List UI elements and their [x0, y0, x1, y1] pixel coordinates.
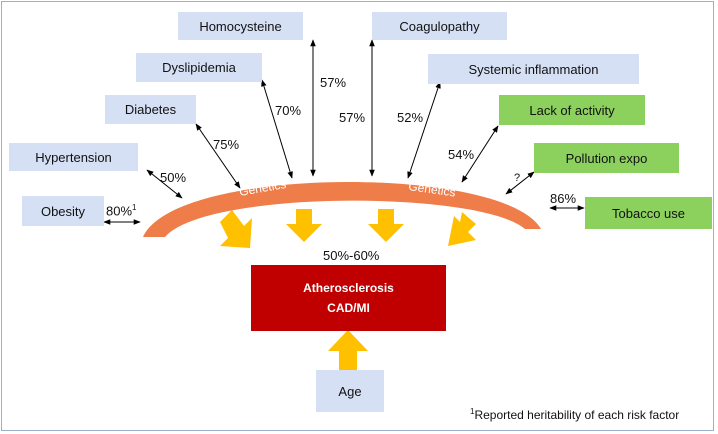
- outcome-line-1: Atherosclerosis: [303, 281, 394, 295]
- genetics-arrow-1: [220, 210, 252, 248]
- obesity-box: Obesity: [22, 196, 104, 226]
- activity-connector: [461, 125, 499, 183]
- genetics-arrow-4: [448, 212, 476, 246]
- lack-of-activity-box: Lack of activity: [499, 95, 645, 125]
- footnote: 1Reported heritability of each risk fact…: [470, 407, 680, 422]
- dyslipidemia-box: Dyslipidemia: [136, 53, 262, 82]
- pollution-percent: ?: [514, 172, 521, 184]
- coagulopathy-percent: 57%: [339, 110, 366, 125]
- pollution-box: Pollution expo: [534, 143, 679, 173]
- atherosclerosis-box: Atherosclerosis CAD/MI: [251, 265, 446, 331]
- genetics-arrow-2: [286, 209, 322, 242]
- hypertension-percent: 50%: [160, 170, 187, 185]
- pollution-connector: [505, 171, 535, 195]
- tobacco-percent: 86%: [550, 191, 577, 206]
- outcome-line-2: CAD/MI: [327, 301, 370, 315]
- age-arrow: [328, 330, 368, 370]
- hypertension-connector: [146, 169, 183, 199]
- diabetes-connector: [195, 123, 241, 189]
- diabetes-box: Diabetes: [105, 95, 196, 124]
- genetics-label-right: Genetics: [408, 179, 457, 199]
- homocysteine-box: Homocysteine: [178, 12, 303, 40]
- dyslipidemia-connector: [261, 79, 293, 179]
- activity-percent: 54%: [448, 147, 475, 162]
- dyslipidemia-percent: 70%: [275, 103, 302, 118]
- inflammation-connector: [407, 81, 441, 179]
- homocysteine-percent: 57%: [320, 75, 347, 90]
- age-box: Age: [316, 370, 384, 412]
- diabetes-percent: 75%: [213, 137, 240, 152]
- hypertension-box: Hypertension: [9, 143, 138, 171]
- genetics-arrow-3: [368, 209, 404, 242]
- tobacco-box: Tobacco use: [585, 197, 712, 229]
- obesity-percent: 80%1: [106, 203, 137, 219]
- systemic-inflammation-box: Systemic inflammation: [428, 54, 639, 84]
- coagulopathy-box: Coagulopathy: [372, 12, 507, 40]
- inflammation-percent: 52%: [397, 110, 424, 125]
- genetics-arc: [143, 181, 541, 237]
- genetics-total-percent: 50%-60%: [323, 248, 380, 263]
